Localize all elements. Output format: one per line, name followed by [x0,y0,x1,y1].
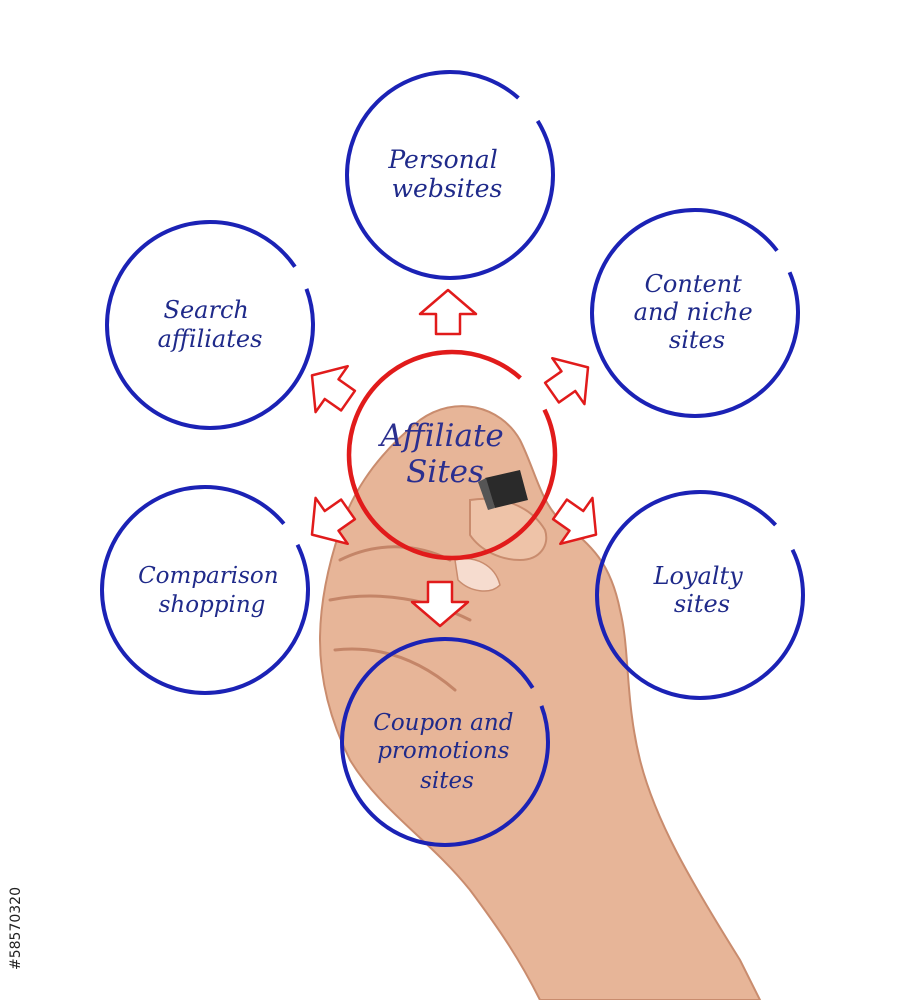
hand-arm-shape [320,406,760,1000]
node-comparison-shopping-line1: Comparison [138,563,279,589]
arrow-to-content-niche-sites [536,344,604,415]
stock-id-watermark: #58570320 [4,770,26,970]
arrow-to-personal-websites [420,290,476,334]
node-loyalty-sites-label: Loyalty sites [653,562,751,618]
node-content-niche-sites-label: Content and niche sites [634,270,761,354]
center-node-line1: Affiliate [377,418,503,454]
node-search-affiliates-label: Search affiliates [158,296,263,353]
node-search-affiliates-line2: affiliates [158,325,263,353]
hand-illustration [320,406,760,1000]
stock-id-text: #58570320 [8,887,24,970]
node-content-niche-sites-line2: and niche [634,298,753,326]
node-loyalty-sites-line1: Loyalty [653,562,744,590]
node-personal-websites-label: Personal websites [387,145,505,203]
node-comparison-shopping-label: Comparison shopping [138,563,286,618]
node-personal-websites: Personal websites [347,72,553,278]
node-search-affiliates: Search affiliates [107,222,313,428]
node-loyalty-sites-line2: sites [674,590,730,618]
node-comparison-shopping-circle [102,487,308,693]
node-coupon-promotions-sites-line2: promotions [377,738,509,764]
node-coupon-promotions-sites-line1: Coupon and [373,710,513,736]
node-comparison-shopping: Comparison shopping [102,487,308,693]
node-personal-websites-line2: websites [392,174,503,203]
node-coupon-promotions-sites-line3: sites [420,768,474,794]
node-search-affiliates-line1: Search [164,296,249,324]
node-loyalty-sites: Loyalty sites [597,492,803,698]
node-content-niche-sites: Content and niche sites [592,210,798,416]
center-node-line2: Sites [406,454,484,490]
node-content-niche-sites-line1: Content [645,270,743,298]
node-personal-websites-line1: Personal [387,145,497,174]
node-comparison-shopping-line2: shopping [159,592,266,618]
node-content-niche-sites-line3: sites [669,326,725,354]
